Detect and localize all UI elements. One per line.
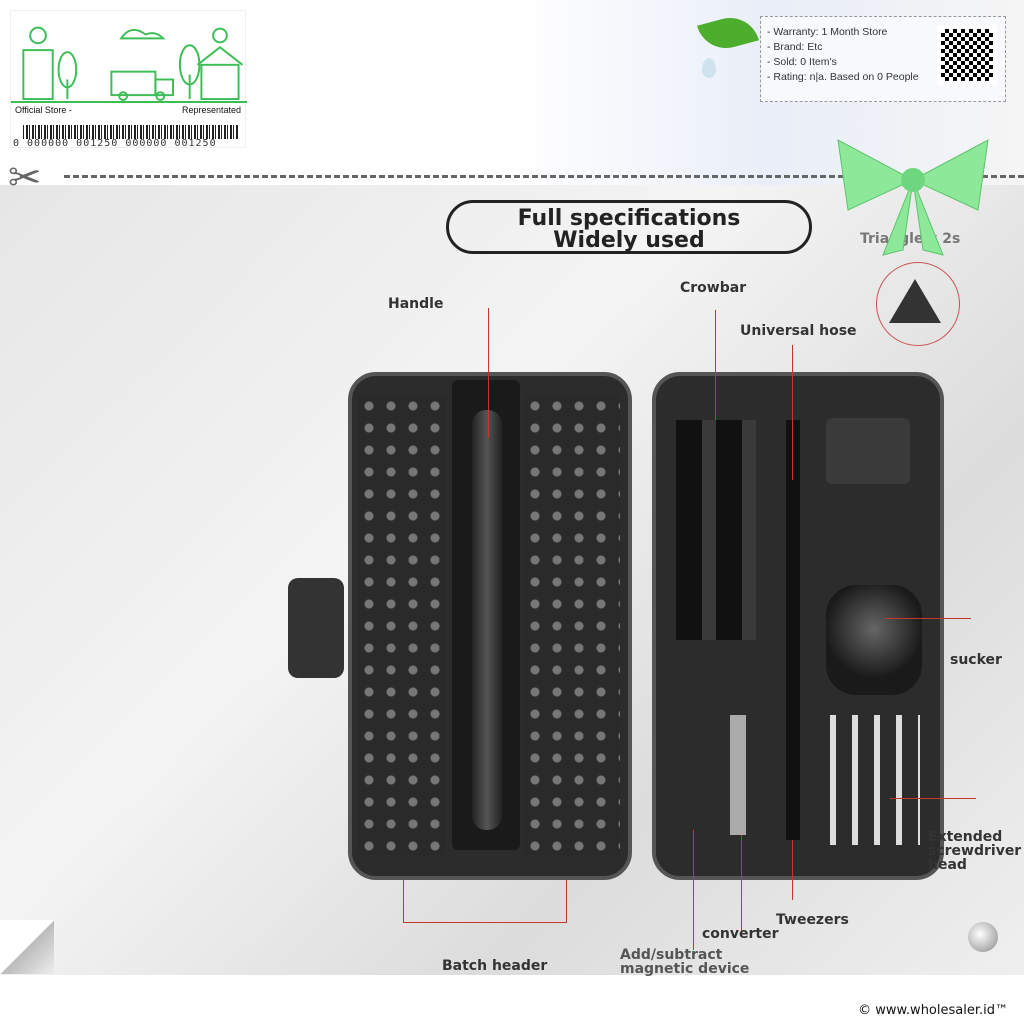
info-rating: - Rating: n|a. Based on 0 People [767,71,919,83]
label-batch-header: Batch header [442,958,548,974]
ribbon-bow-icon [837,139,989,256]
case-hinge [288,578,344,678]
store-card: Official Store - Representated 0 000000 0… [10,10,247,149]
triangle-slot [826,418,910,484]
store-status: Representated [181,105,241,115]
sucker-tool [826,585,922,695]
barcode [23,125,238,139]
screwdriver-handle [472,410,502,830]
qr-code-icon [937,25,997,85]
water-drop-icon [702,58,716,78]
metal-button-icon [968,922,998,952]
label-magnetic-device: Add/subtract magnetic device [620,947,750,977]
footer-copyright: © www.wholesaler.id™ [858,1003,1008,1018]
label-converter: converter [702,926,779,942]
converter-tool [730,715,746,835]
label-crowbar: Crowbar [680,280,747,296]
headline-pill: Full specifications Widely used [446,200,812,254]
triangle-pads-icon [876,262,960,346]
crowbar-tools [676,420,756,640]
product-info-box: - Warranty: 1 Month Store - Brand: Etc -… [760,16,1006,102]
info-sold: - Sold: 0 Item's [767,56,837,68]
store-label: Official Store - [15,105,72,115]
scissors-icon: ✂ [8,155,42,201]
info-warranty: - Warranty: 1 Month Store [767,26,888,38]
label-extended-head: Extended screwdriver head [928,829,1022,873]
cut-line [64,175,1024,178]
label-sucker: sucker [950,652,1002,668]
page-curl-icon [0,920,54,974]
label-handle: Handle [388,296,444,312]
barcode-number: 0 000000 001250 000000 001250 [13,138,217,149]
tweezers-tool [786,420,800,840]
extended-bits [830,715,920,845]
headline-line2: Widely used [553,228,705,253]
label-tweezers: Tweezers [776,912,849,928]
delivery-illustration-icon [11,26,247,103]
bit-grid-left [358,395,446,855]
bit-grid-right [524,395,620,855]
headline-line1: Full specifications [517,206,741,231]
info-brand: - Brand: Etc [767,41,823,53]
label-universal-hose: Universal hose [740,323,857,339]
